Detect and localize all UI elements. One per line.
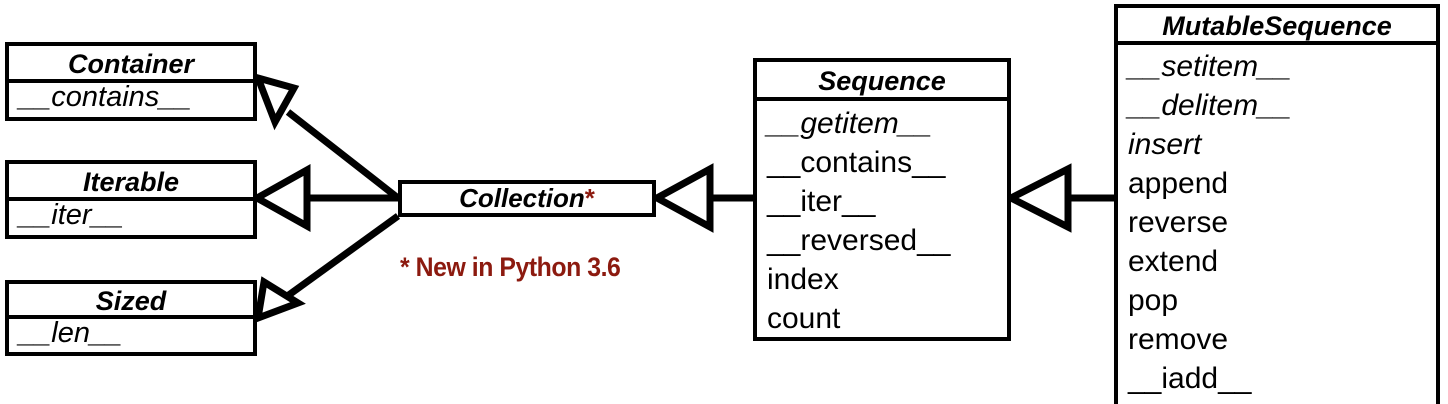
class-member: count (767, 302, 841, 335)
class-member: pop (1128, 284, 1179, 317)
class-member: insert (1128, 128, 1202, 161)
class-title-iterable: Iterable (9, 164, 253, 201)
edge-collection-to-container (252, 72, 401, 201)
edge-collection-to-iterable (249, 164, 398, 232)
class-members-container: __contains__ (9, 83, 253, 117)
edge-collection-to-sized (253, 213, 401, 324)
class-title-collection: Collection* (402, 184, 652, 213)
class-box-sequence[interactable]: Sequence __getitem__ __contains__ __iter… (753, 58, 1011, 341)
class-member: __iter__ (19, 199, 124, 231)
edge-sequence-to-collection (649, 163, 753, 233)
class-box-container[interactable]: Container __contains__ (5, 42, 257, 121)
class-member: index (767, 263, 839, 296)
class-members-iterable: __iter__ (9, 201, 253, 235)
class-members-mutablesequence: __setitem__ __delitem__ insert append re… (1118, 45, 1436, 398)
class-title-sized: Sized (9, 284, 253, 319)
class-member: append (1128, 167, 1229, 200)
class-member: __contains__ (19, 81, 192, 113)
new-in-python-asterisk: * (584, 184, 595, 213)
class-member: __iadd__ (1128, 362, 1252, 395)
class-members-sized: __len__ (9, 319, 253, 352)
class-title-container: Container (9, 46, 253, 83)
class-title-sequence: Sequence (757, 62, 1007, 101)
class-members-sequence: __getitem__ __contains__ __iter__ __reve… (757, 101, 1007, 338)
edge-mutablesequence-to-sequence (1003, 163, 1114, 233)
class-box-sized[interactable]: Sized __len__ (5, 280, 257, 356)
class-member: __iter__ (767, 185, 876, 218)
class-title-mutablesequence: MutableSequence (1118, 8, 1436, 45)
note-new-in-python: * New in Python 3.6 (400, 252, 621, 282)
class-member: __reversed__ (767, 224, 951, 257)
class-member: __contains__ (767, 146, 946, 179)
class-box-mutablesequence[interactable]: MutableSequence __setitem__ __delitem__ … (1114, 4, 1440, 404)
class-member: __len__ (19, 317, 123, 349)
class-member: __setitem__ (1128, 50, 1292, 83)
class-member: reverse (1128, 206, 1229, 239)
class-box-iterable[interactable]: Iterable __iter__ (5, 160, 257, 239)
class-member: __getitem__ (767, 107, 933, 140)
class-member: extend (1128, 245, 1219, 278)
class-member: remove (1128, 323, 1229, 356)
class-box-collection[interactable]: Collection* (398, 180, 656, 217)
class-title-text: Collection (459, 184, 585, 213)
class-member: __delitem__ (1128, 89, 1292, 122)
